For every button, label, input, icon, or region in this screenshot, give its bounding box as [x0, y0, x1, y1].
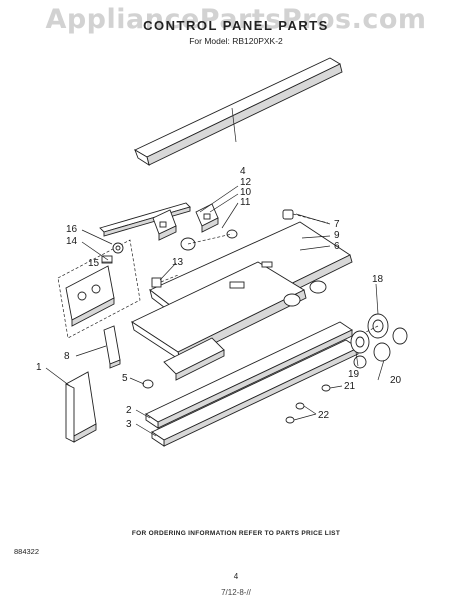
- part-20-knob[interactable]: [373, 327, 408, 362]
- part-4-top-trim[interactable]: [134, 57, 343, 166]
- part-13-clip[interactable]: [151, 274, 179, 288]
- callout-14: 14: [66, 236, 78, 247]
- callout-15: 15: [88, 258, 100, 269]
- part-14-bracket-assembly[interactable]: [57, 239, 141, 339]
- callout-1: 1: [36, 362, 42, 373]
- page-number: 4: [233, 572, 239, 581]
- model-subtitle: For Model: RB120PXK-2: [189, 36, 283, 46]
- callout-9: 9: [334, 230, 340, 241]
- callout-20: 20: [390, 375, 402, 386]
- callout-6: 6: [334, 241, 340, 252]
- callout-16: 16: [66, 224, 78, 235]
- callout-4: 4: [240, 166, 246, 177]
- callout-13: 13: [172, 257, 184, 268]
- callout-8: 8: [64, 351, 70, 362]
- part-18-knob[interactable]: [357, 313, 389, 339]
- page-title: CONTROL PANEL PARTS: [143, 18, 329, 33]
- callout-7: 7: [334, 219, 340, 230]
- part-8-bracket[interactable]: [103, 325, 121, 369]
- callout-18: 18: [372, 274, 384, 285]
- leader-lines: [45, 185, 385, 437]
- callout-labels: 4 12 10 11 16 14 15 13 7 9 6 18 8 1 5 2 …: [36, 166, 402, 430]
- revision-mark: 7/12-8-//: [221, 588, 251, 597]
- part-11-clip[interactable]: [180, 229, 238, 251]
- callout-21: 21: [344, 381, 356, 392]
- callout-11: 11: [240, 197, 251, 208]
- document-code: 884322: [14, 547, 40, 556]
- callout-5: 5: [122, 373, 128, 384]
- part-1-end-cap[interactable]: [65, 371, 97, 443]
- callout-3: 3: [126, 419, 132, 430]
- callout-12: 12: [240, 177, 252, 188]
- callout-10: 10: [240, 187, 252, 198]
- callout-22: 22: [318, 410, 330, 421]
- callout-2: 2: [126, 405, 132, 416]
- part-21-screw[interactable]: [321, 384, 331, 392]
- callout-19: 19: [348, 369, 360, 380]
- ordering-note: FOR ORDERING INFORMATION REFER TO PARTS …: [131, 530, 341, 537]
- part-2-bottom-channel[interactable]: [145, 321, 359, 447]
- part-12-strip[interactable]: [99, 202, 191, 237]
- part-5-lower-panel[interactable]: [142, 337, 225, 389]
- part-19-knob-skirt[interactable]: [350, 330, 370, 369]
- part-10-switch-block[interactable]: [152, 203, 219, 241]
